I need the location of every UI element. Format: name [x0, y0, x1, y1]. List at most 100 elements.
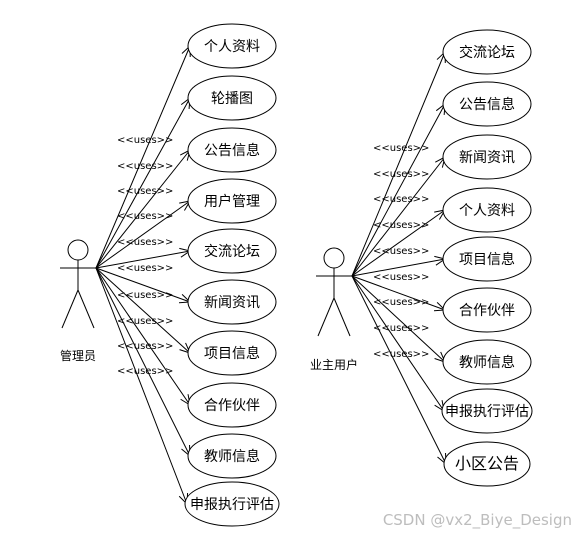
use-case: 项目信息 — [95, 267, 277, 376]
use-case-ellipse — [187, 127, 277, 173]
uses-label: <<uses>> — [373, 194, 429, 205]
uses-connector — [95, 267, 191, 406]
uses-label: <<uses>> — [373, 169, 429, 180]
use-case-label: 公告信息 — [459, 96, 515, 113]
actor-head — [323, 247, 345, 269]
use-case-label: 教师信息 — [204, 448, 260, 465]
uses-connector — [95, 200, 191, 269]
uses-label: <<uses>> — [373, 143, 429, 154]
uses-connector — [351, 275, 446, 311]
use-case-ellipse — [187, 382, 277, 428]
use-case-ellipse — [442, 187, 532, 233]
uses-connector — [351, 209, 446, 277]
use-case: 公告信息 — [95, 127, 277, 269]
use-case-ellipse — [442, 236, 532, 282]
use-case-label: 轮播图 — [211, 91, 253, 107]
use-case-ellipse — [184, 481, 280, 527]
use-case: 教师信息 — [95, 267, 277, 479]
use-case-label: 合作伙伴 — [459, 303, 515, 319]
uses-label: <<uses>> — [373, 246, 429, 257]
uses-label: <<uses>> — [117, 135, 173, 146]
admin-section: 管理员 个人资料轮播图公告信息用户管理交流论坛新闻资讯项目信息合作伙伴教师信息申报… — [60, 23, 280, 527]
use-case-ellipse — [187, 23, 277, 69]
uses-label: <<uses>> — [117, 341, 173, 352]
use-case-ellipse — [442, 29, 532, 75]
uses-label: <<uses>> — [373, 220, 429, 231]
uses-connector — [95, 267, 191, 457]
use-case-ellipse — [187, 279, 277, 325]
uses-connector — [95, 267, 191, 354]
actor-right-leg — [77, 289, 95, 329]
actor-right-leg — [333, 297, 351, 337]
uses-label: <<uses>> — [373, 349, 429, 360]
use-case-label: 小区公告 — [455, 454, 519, 473]
use-case: 项目信息 — [351, 236, 532, 282]
use-case-label: 项目信息 — [204, 345, 260, 362]
uses-connector — [351, 275, 447, 465]
use-case: 合作伙伴 — [351, 275, 532, 333]
use-case: 申报执行评估 — [351, 275, 533, 434]
actor-name: 业主用户 — [310, 357, 358, 372]
use-case-label: 公告信息 — [204, 142, 260, 159]
uses-connector — [351, 275, 446, 363]
watermark: CSDN @vx2_Biye_Design — [383, 511, 572, 530]
use-case-label: 申报执行评估 — [445, 404, 529, 420]
uses-label: <<uses>> — [117, 237, 173, 248]
uses-label: <<uses>> — [117, 366, 173, 377]
use-case: 新闻资讯 — [351, 134, 532, 277]
uses-connector — [351, 156, 446, 277]
use-case-label: 交流论坛 — [204, 243, 260, 260]
actor-left-leg — [61, 289, 79, 329]
uses-connector — [95, 250, 191, 269]
uses-label: <<uses>> — [373, 323, 429, 334]
use-case-ellipse — [187, 330, 277, 376]
use-case: 个人资料 — [95, 23, 277, 269]
use-case: 申报执行评估 — [95, 267, 280, 527]
actor-left-leg — [317, 297, 335, 337]
use-case: 个人资料 — [351, 187, 532, 277]
use-case-label: 新闻资讯 — [204, 295, 260, 311]
actor-admin: 管理员 — [60, 239, 96, 363]
use-case: 公告信息 — [351, 81, 532, 277]
use-case-label: 合作伙伴 — [204, 398, 260, 414]
use-case-label: 用户管理 — [204, 193, 260, 210]
use-case-label: 交流论坛 — [459, 44, 515, 61]
use-case-ellipse — [442, 134, 532, 180]
uses-label: <<uses>> — [117, 211, 173, 222]
use-case-ellipse — [187, 228, 277, 274]
uses-connector — [95, 97, 191, 269]
use-case-ellipse — [442, 287, 532, 333]
uses-label: <<uses>> — [373, 297, 429, 308]
use-case-ellipse — [442, 81, 532, 127]
uses-connector — [351, 275, 445, 412]
uses-connector — [95, 267, 188, 505]
use-case: 轮播图 — [95, 75, 277, 269]
use-case-label: 个人资料 — [204, 39, 260, 55]
use-case: 合作伙伴 — [95, 267, 277, 428]
use-case-label: 教师信息 — [459, 354, 515, 371]
use-case-ellipse — [187, 75, 277, 121]
uses-label: <<uses>> — [117, 290, 173, 301]
uses-connector — [95, 149, 191, 269]
uses-connector — [351, 103, 446, 277]
uses-label: <<uses>> — [373, 272, 429, 283]
use-case-ellipse — [441, 388, 533, 434]
uses-connector — [95, 45, 191, 269]
use-case: 小区公告 — [351, 275, 531, 487]
owner-section: 业主用户 交流论坛公告信息新闻资讯个人资料项目信息合作伙伴教师信息申报执行评估小区… — [310, 29, 533, 487]
use-case: 用户管理 — [95, 178, 277, 269]
uses-label: <<uses>> — [117, 263, 173, 274]
uses-connector — [351, 258, 446, 277]
uses-label: <<uses>> — [117, 186, 173, 197]
use-case: 教师信息 — [351, 275, 532, 385]
use-case-ellipse — [187, 433, 277, 479]
actor-head — [67, 239, 89, 261]
use-case-label: 申报执行评估 — [190, 497, 274, 513]
uses-connector — [351, 51, 446, 277]
uses-connector — [95, 267, 191, 303]
use-case: 新闻资讯 — [95, 267, 277, 325]
use-case-ellipse — [187, 178, 277, 224]
uses-label: <<uses>> — [117, 316, 173, 327]
use-case: 交流论坛 — [351, 29, 532, 277]
